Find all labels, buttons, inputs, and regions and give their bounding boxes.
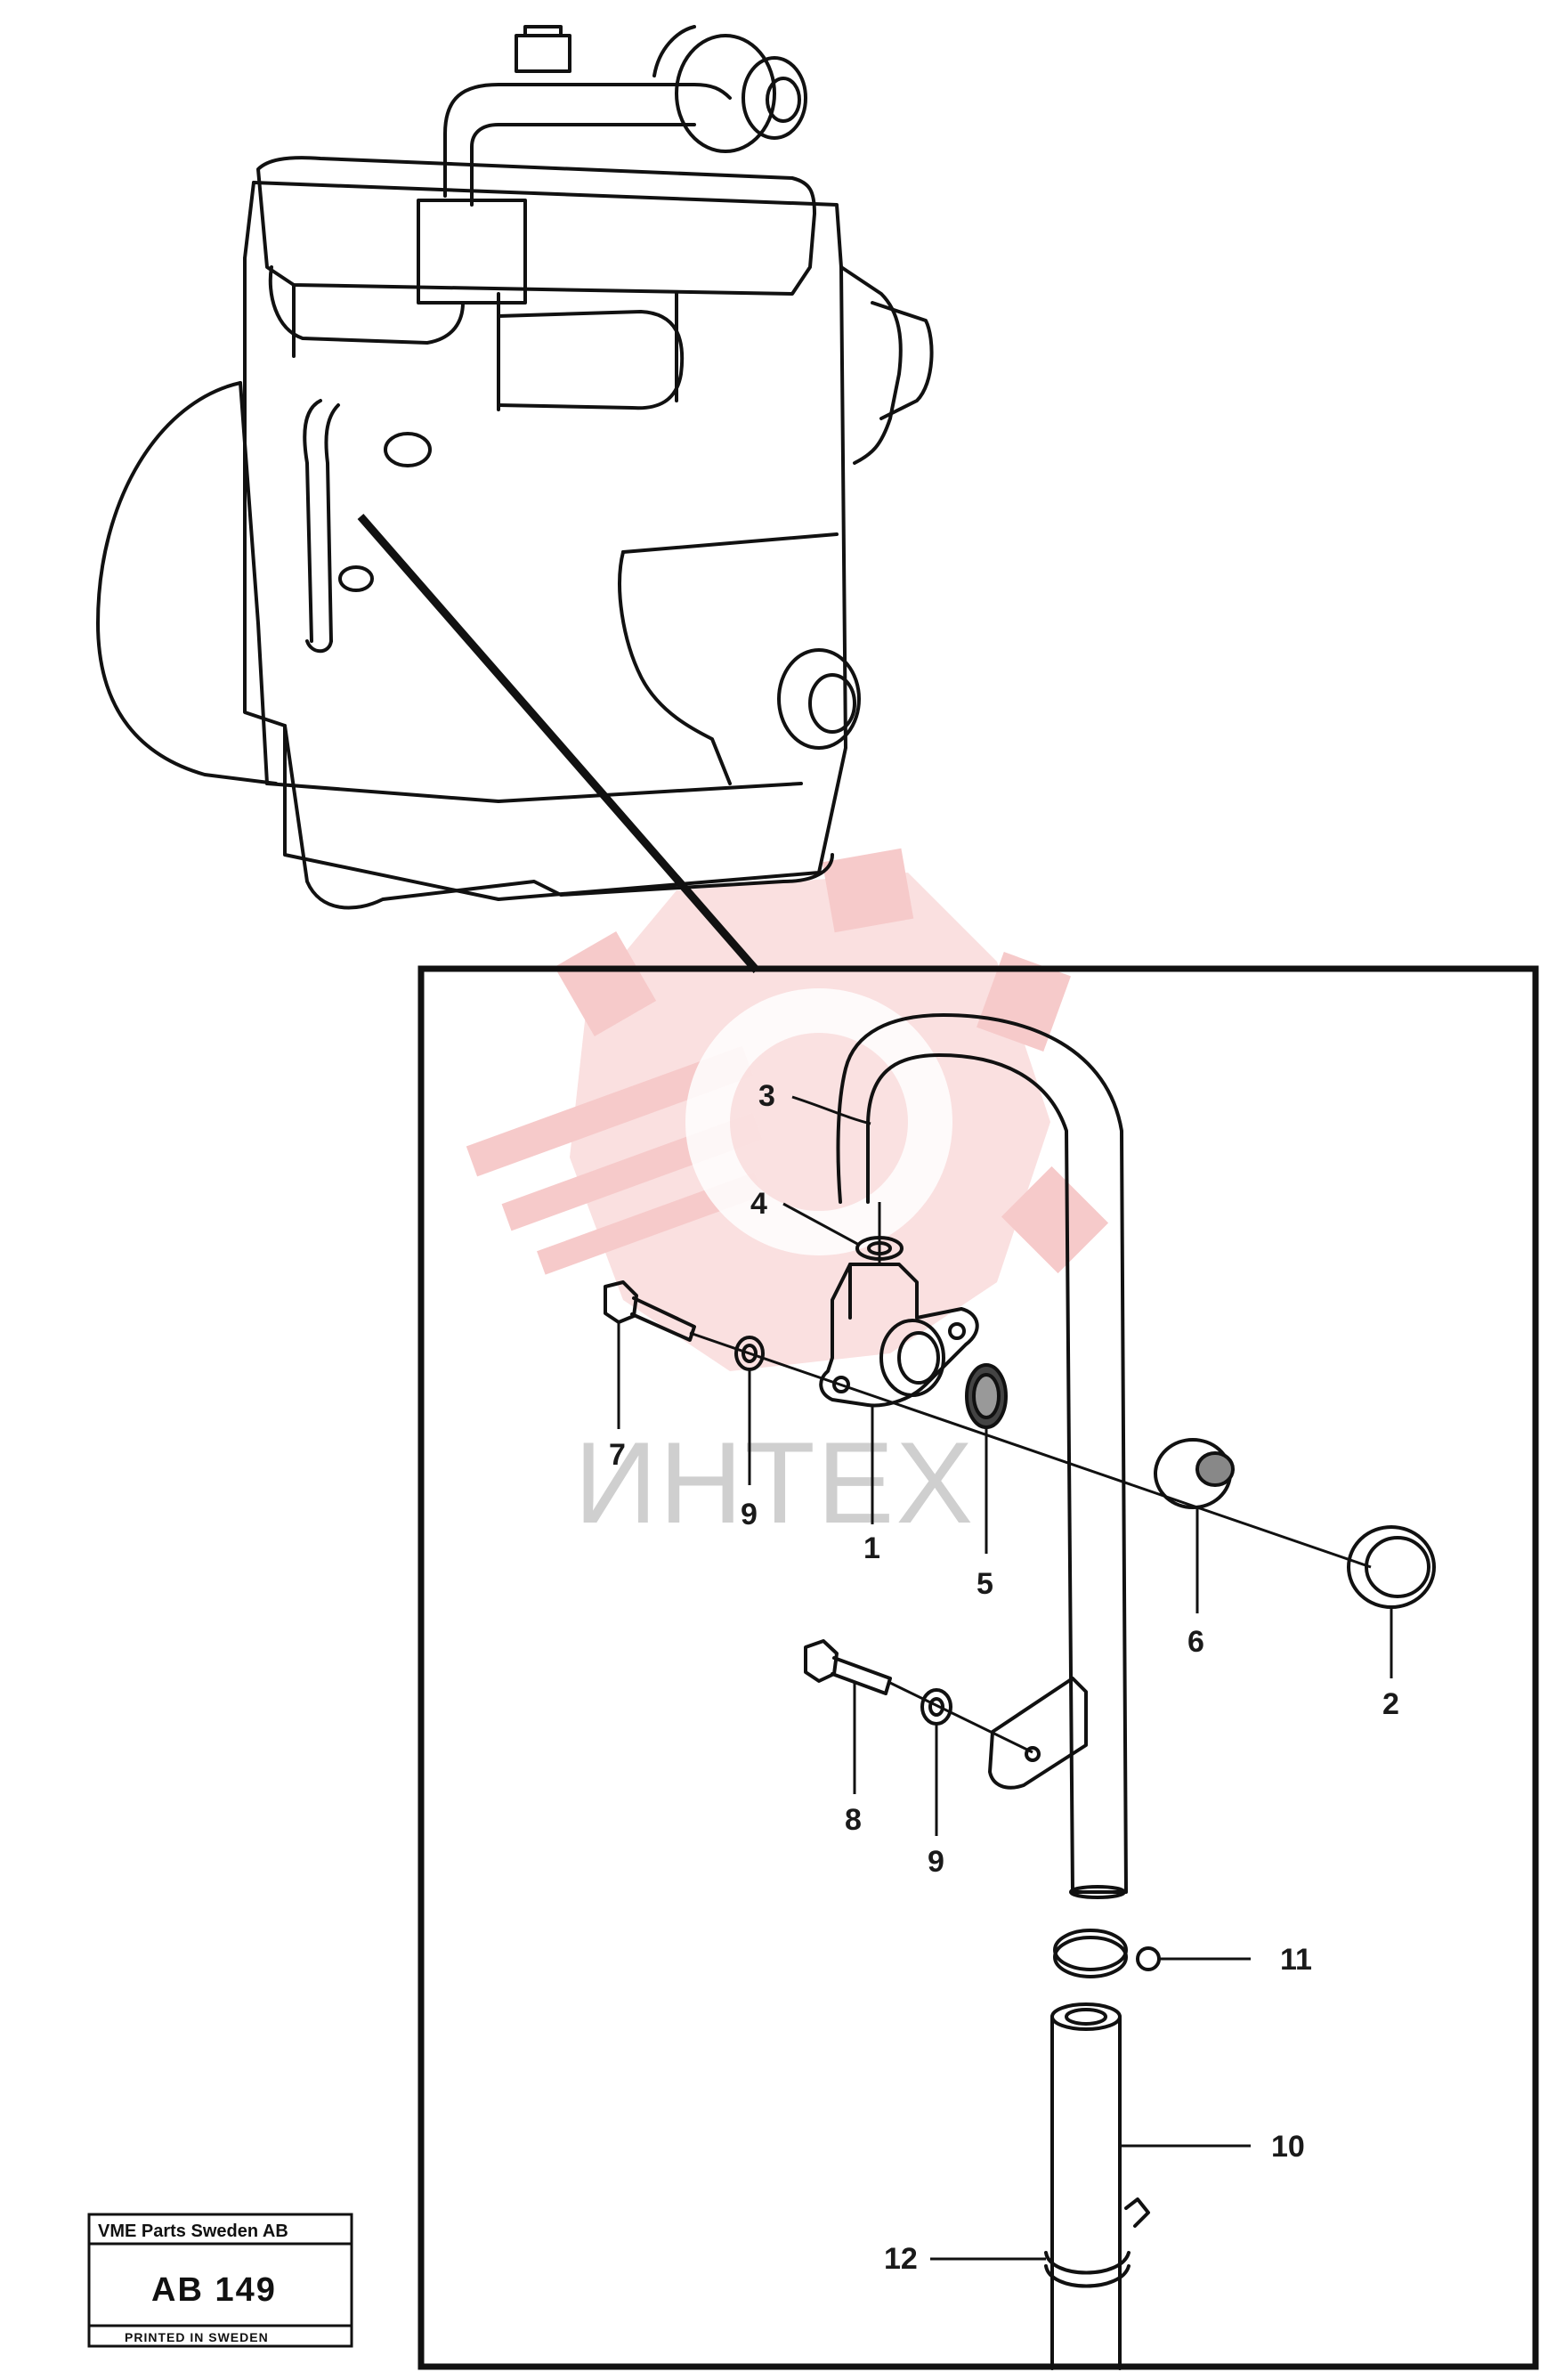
detail-frame (417, 965, 1539, 2370)
callout-labels: 3 4 7 9 1 5 6 2 8 9 11 10 12 (609, 1079, 1399, 2276)
callout-5: 5 (977, 1567, 993, 1601)
detail-parts (604, 1013, 1436, 2370)
callout-4: 4 (750, 1187, 767, 1221)
callout-2: 2 (1382, 1687, 1399, 1721)
callout-8: 8 (845, 1803, 862, 1837)
callout-6: 6 (1187, 1625, 1204, 1659)
part-12-clamp (1044, 2197, 1150, 2288)
engine-illustration (96, 25, 934, 910)
pipe-bracket (988, 1677, 1088, 1790)
title-block-code: AB 149 (151, 2271, 277, 2309)
part-2-ring (1347, 1525, 1436, 1609)
callout-1: 1 (863, 1531, 880, 1565)
part-3-pipe (836, 1013, 1128, 1894)
watermark-text: ИНТЕХ (574, 1417, 975, 1547)
title-block-printed: PRINTED IN SWEDEN (125, 2330, 269, 2344)
part-6-cap (1154, 1438, 1235, 1509)
callout-9-lower: 9 (928, 1845, 944, 1879)
part-10-hose (1050, 2002, 1122, 2370)
callout-7: 7 (609, 1438, 626, 1472)
callout-12: 12 (884, 2242, 918, 2276)
callout-11: 11 (1280, 1943, 1312, 1977)
watermark-logo (466, 848, 1109, 1371)
part-8-bolt (804, 1639, 892, 1695)
leader-line-engine-to-detail (357, 514, 760, 973)
callout-9-upper: 9 (741, 1498, 758, 1531)
callout-leaders (617, 1095, 1393, 2261)
callout-3: 3 (758, 1079, 775, 1113)
assembly-axis-lines (689, 1202, 1372, 1754)
part-1-flange (819, 1263, 979, 1408)
title-block: VME Parts Sweden AB AB 149 PRINTED IN SW… (87, 2213, 353, 2348)
title-block-company: VME Parts Sweden AB (98, 2222, 288, 2241)
callout-10: 10 (1271, 2130, 1305, 2164)
part-11-clamp (1053, 1929, 1161, 1978)
part-5-strainer (965, 1363, 1008, 1429)
